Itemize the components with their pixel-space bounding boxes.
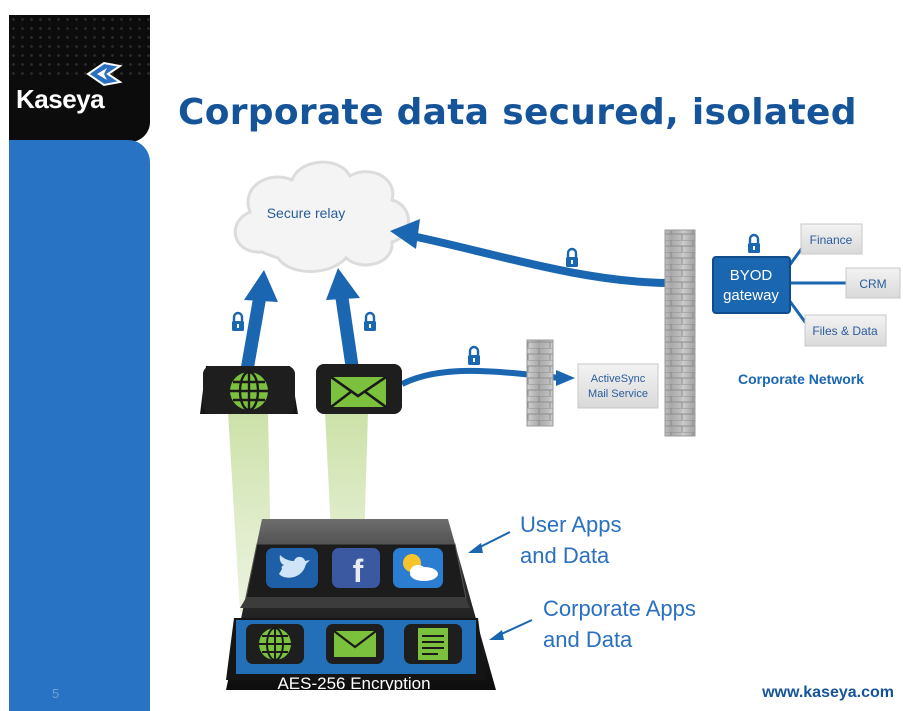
encryption-label: AES-256 Encryption bbox=[277, 674, 430, 693]
logo-text: Kaseya bbox=[16, 84, 105, 114]
corporate-apps-pointer bbox=[496, 619, 533, 637]
lock-icon bbox=[362, 311, 378, 333]
activesync-line2: Mail Service bbox=[588, 388, 648, 400]
cloud-label: Secure relay bbox=[267, 205, 346, 221]
byod-line1: BYOD bbox=[730, 267, 773, 284]
activesync-arrowhead bbox=[556, 370, 575, 386]
slide-title: Corporate data secured, isolated bbox=[178, 92, 857, 133]
document-icon bbox=[418, 628, 448, 660]
finance-label: Finance bbox=[810, 233, 853, 247]
footer-url: www.kaseya.com bbox=[762, 684, 894, 701]
crm-box bbox=[845, 267, 901, 299]
lock-icon bbox=[230, 311, 246, 333]
lock-icon bbox=[746, 233, 762, 255]
lock-icon bbox=[564, 247, 580, 269]
page-number: 5 bbox=[52, 686, 60, 701]
corp-apps-line1: Corporate Apps bbox=[543, 596, 696, 621]
crm-label: CRM bbox=[859, 277, 886, 291]
globe-app-tile bbox=[200, 366, 298, 414]
firewall-small bbox=[526, 339, 554, 427]
kaseya-logo-icon bbox=[86, 61, 123, 87]
user-apps-pointer bbox=[475, 531, 511, 550]
twitter-icon bbox=[279, 555, 310, 578]
user-apps-line1: User Apps bbox=[520, 512, 622, 537]
lock-icon bbox=[466, 345, 482, 367]
gateway-arrowhead bbox=[390, 219, 420, 249]
sidebar-dot-pattern bbox=[9, 15, 150, 80]
activesync-line1: ActiveSync bbox=[591, 373, 646, 385]
activesync-box bbox=[577, 363, 659, 409]
corp-apps-line2: and Data bbox=[543, 627, 633, 652]
user-apps-line2: and Data bbox=[520, 543, 610, 568]
globe-up-arrow bbox=[240, 294, 267, 372]
byod-gateway-box bbox=[712, 256, 791, 314]
byod-line2: gateway bbox=[723, 287, 779, 304]
finance-box bbox=[800, 223, 863, 255]
corporate-network-label: Corporate Network bbox=[738, 371, 864, 387]
mail-arrowhead bbox=[326, 268, 360, 300]
mail-app-tile bbox=[316, 364, 402, 414]
facebook-app-tile bbox=[332, 548, 380, 588]
files-label: Files & Data bbox=[812, 324, 878, 338]
globe-arrowhead bbox=[244, 270, 278, 302]
firewall-large bbox=[664, 229, 696, 437]
secure-relay-cloud bbox=[233, 160, 410, 273]
files-box bbox=[804, 314, 887, 347]
facebook-icon: f bbox=[353, 553, 364, 589]
sidebar-bottom bbox=[9, 140, 150, 711]
gateway-to-cloud-arrow bbox=[411, 232, 669, 287]
mail-up-arrow bbox=[335, 297, 359, 367]
